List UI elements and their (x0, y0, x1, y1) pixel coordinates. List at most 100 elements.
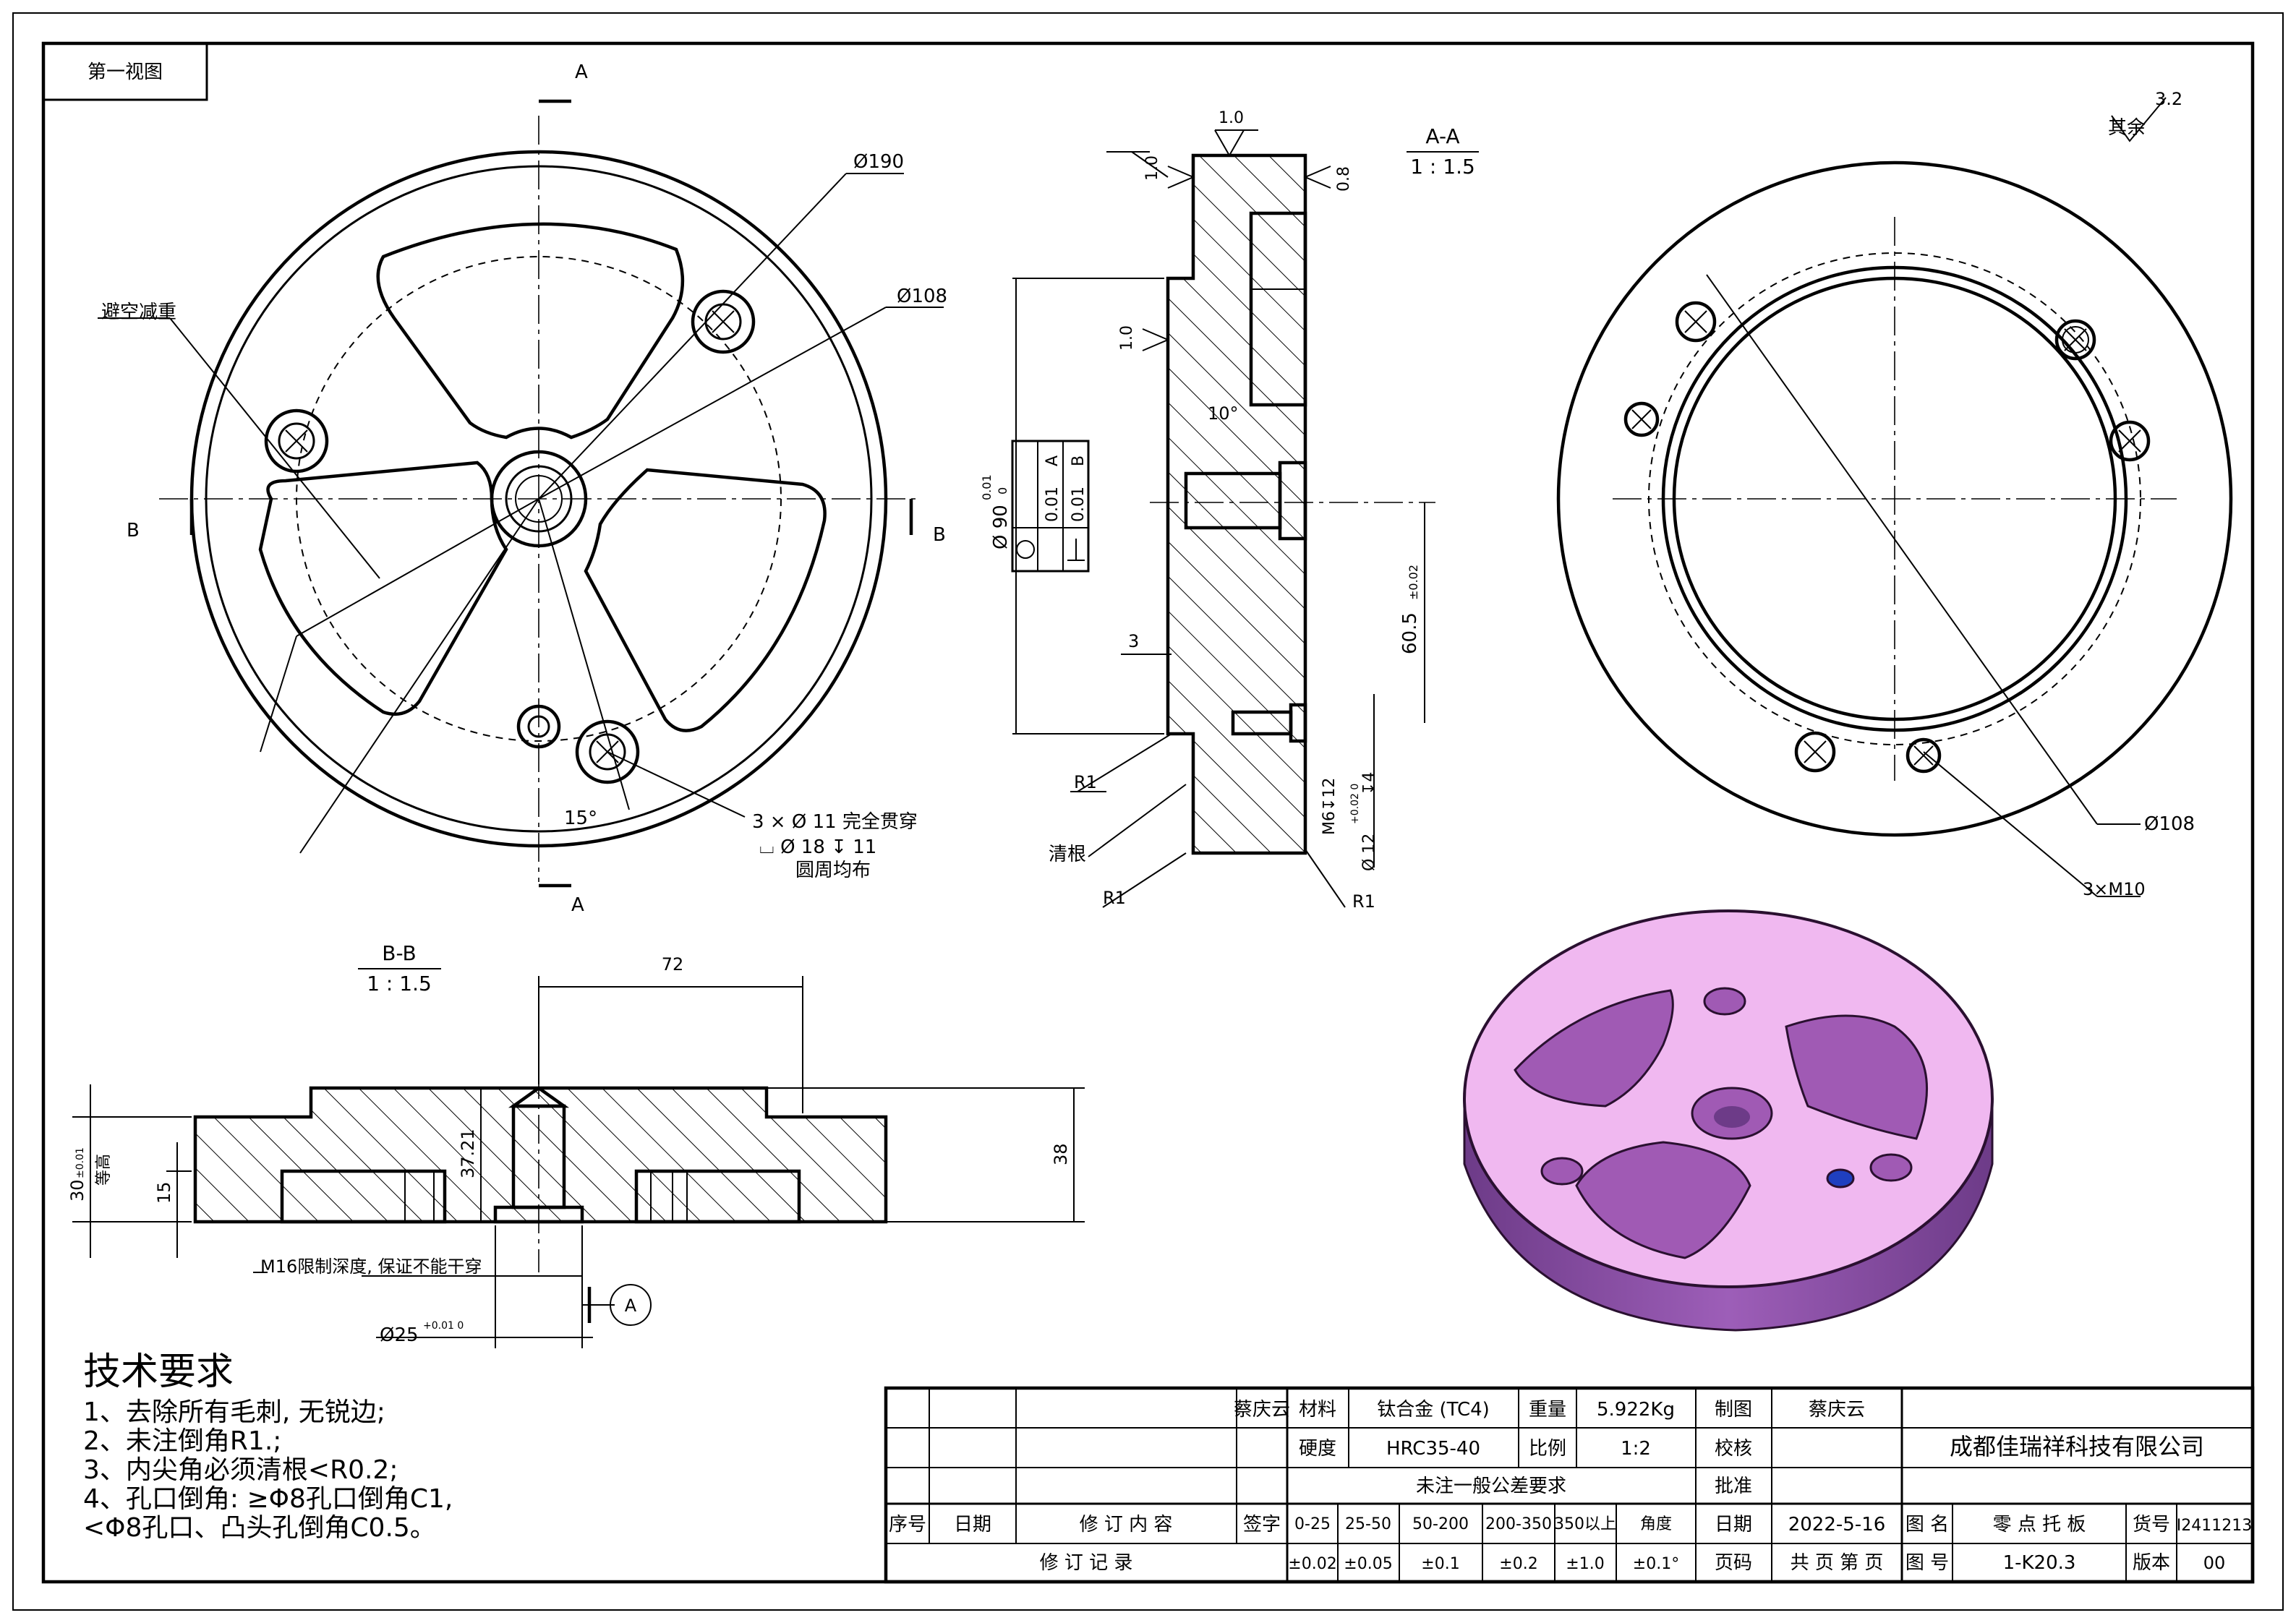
bb-dim-37-21: 37.21 (458, 1129, 478, 1178)
tb-tol-range-1: 25-50 (1345, 1515, 1391, 1533)
tb-weight-value: 5.922Kg (1597, 1399, 1675, 1421)
tb-rev-col-0: 序号 (889, 1514, 926, 1536)
section-mark-a-bottom: A (571, 894, 584, 916)
aa-r1-c: R1 (1352, 891, 1375, 912)
aa-m6: M6↧12 (1320, 778, 1339, 835)
tb-rev-col-2: 修 订 内 容 (1080, 1514, 1173, 1536)
section-mark-b-left: B (127, 520, 140, 541)
tb-tol-value-1: ±0.05 (1344, 1555, 1392, 1573)
aa-dim-60-5: 60.5 (1399, 612, 1421, 654)
title-block (884, 1386, 2255, 1584)
aa-rough-3: 0.8 (1335, 166, 1353, 192)
tech-requirements: 技术要求 1、去除所有毛刺, 无锐边; 2、未注倒角R1.; 3、内尖角必须清根… (83, 1350, 453, 1543)
tb-drawing-name-label: 图 名 (1905, 1514, 1949, 1536)
tb-rev-record: 修 订 记 录 (1040, 1552, 1133, 1574)
bb-dim-72: 72 (662, 954, 684, 975)
tb-tol-range-0: 0-25 (1294, 1515, 1331, 1533)
hole-note-2: ⌴ Ø 18 ↧ 11 (759, 836, 876, 858)
tb-drawn-value: 蔡庆云 (1809, 1399, 1865, 1421)
bb-dim-15: 15 (154, 1181, 174, 1204)
tech-req-item-1: 1、去除所有毛刺, 无锐边; (83, 1397, 385, 1427)
tb-version-value: 00 (2203, 1553, 2226, 1573)
rear-dia-108: Ø108 (2144, 813, 2195, 835)
tech-req-item-5: <Φ8孔口、凸头孔倒角C0.5。 (83, 1513, 436, 1543)
rear-holes: 3×M10 (2083, 879, 2146, 899)
aa-dim-3: 3 (1128, 631, 1139, 651)
pocket-top (376, 222, 685, 440)
bb-dim-30: 30 (67, 1179, 88, 1202)
tb-drawing-name-value: 零 点 托 板 (1993, 1514, 2086, 1536)
tb-version-label: 版本 (2133, 1552, 2170, 1574)
bb-dim-30-note: 等高 (95, 1154, 113, 1186)
section-mark-a-top: A (575, 61, 588, 83)
section-aa (1011, 129, 1435, 908)
tb-tol-value-5: ±0.1° (1633, 1555, 1679, 1573)
tb-tol-range-3: 200-350 (1485, 1515, 1552, 1533)
dim-dia-190: Ø190 (853, 151, 904, 173)
tb-tol-range-5: 角度 (1640, 1515, 1672, 1533)
bb-dim-38: 38 (1051, 1143, 1071, 1165)
isometric-render (1463, 909, 1994, 1332)
gdt-2-value: 0.01 (1070, 487, 1088, 522)
tb-drawing-no-value: 1-K20.3 (2003, 1552, 2076, 1574)
tech-req-item-4: 4、孔口倒角: ≥Φ8孔口倒角C1, (83, 1484, 453, 1514)
aa-dia-90: Ø 90 (990, 505, 1012, 549)
aa-r1-a: R1 (1074, 772, 1097, 792)
tech-req-title: 技术要求 (83, 1350, 234, 1394)
tb-page-label: 页码 (1715, 1552, 1752, 1574)
tb-hardness-value: HRC35-40 (1386, 1438, 1480, 1460)
gdt-2-datum: B (1070, 455, 1088, 466)
rear-view (1556, 97, 2233, 897)
label-lightening: 避空减重 (101, 301, 176, 323)
tb-rev-col-3: 签字 (1243, 1514, 1281, 1536)
bb-dia-25-tol: +0.01 0 (423, 1320, 464, 1332)
bb-m16-note: M16限制深度, 保证不能干穿 (260, 1256, 482, 1277)
bb-scale: 1 : 1.5 (367, 972, 432, 995)
tb-tol-value-0: ±0.02 (1288, 1555, 1336, 1573)
tech-req-item-2: 2、未注倒角R1.; (83, 1426, 281, 1456)
tb-page-value: 共 页 第 页 (1791, 1552, 1884, 1574)
tb-check-label: 校核 (1715, 1438, 1752, 1460)
tb-tol-range-4: 350以上 (1554, 1515, 1616, 1533)
bb-datum: A (625, 1296, 637, 1316)
aa-dia-12-tol: +0.02 0 (1349, 784, 1361, 824)
aa-angle: 10° (1208, 403, 1239, 424)
aa-dia-12: Ø 12 (1360, 834, 1378, 871)
tb-rev-col-1: 日期 (954, 1514, 991, 1536)
tb-tol-value-4: ±1.0 (1566, 1555, 1604, 1573)
other-roughness-value: 3.2 (2155, 89, 2182, 109)
tb-item-no-value: I2411213 (2177, 1517, 2252, 1535)
bb-dim-30-tol: ±0.01 (74, 1147, 86, 1178)
dim-dia-108: Ø108 (897, 286, 947, 307)
tb-scale-label: 比例 (1529, 1438, 1566, 1460)
tb-material-label: 材料 (1299, 1399, 1336, 1421)
tech-req-item-3: 3、内尖角必须清根<R0.2; (83, 1455, 398, 1485)
pocket-right (584, 468, 827, 732)
tb-general-tol: 未注一般公差要求 (1416, 1476, 1566, 1497)
aa-root-clean: 清根 (1049, 844, 1086, 865)
tb-tol-range-2: 50-200 (1412, 1515, 1469, 1533)
view-label-box (42, 42, 208, 101)
hole-note-1: 3 × Ø 11 完全贯穿 (752, 811, 918, 833)
aa-dia-12-depth: ↧4 (1360, 772, 1378, 795)
aa-dia-90-tol-low: 0 (996, 487, 1010, 494)
tb-drawing-no-label: 图 号 (1905, 1552, 1949, 1574)
aa-dim-60-5-tol: ±0.02 (1407, 565, 1420, 600)
pocket-left (258, 461, 508, 716)
section-mark-b-right: B (933, 524, 946, 546)
bb-dia-25: Ø25 (380, 1324, 419, 1346)
gdt-1-datum: A (1044, 455, 1062, 466)
other-roughness-label: 其余 (2108, 117, 2146, 139)
aa-rough-4: 1.0 (1118, 325, 1136, 351)
tb-item-no-label: 货号 (2133, 1514, 2170, 1536)
aa-title: A-A (1425, 124, 1459, 148)
tb-designer-sig: 蔡庆云 (1234, 1399, 1290, 1421)
aa-rough-2: 1.0 (1143, 155, 1161, 181)
aa-rough-1: 1.0 (1219, 109, 1244, 127)
tb-approve-label: 批准 (1715, 1476, 1752, 1497)
tb-tol-value-2: ±0.1 (1421, 1555, 1459, 1573)
tb-company: 成都佳瑞祥科技有限公司 (1950, 1433, 2204, 1460)
gdt-1-value: 0.01 (1044, 487, 1062, 522)
outer-border (12, 12, 2284, 1611)
